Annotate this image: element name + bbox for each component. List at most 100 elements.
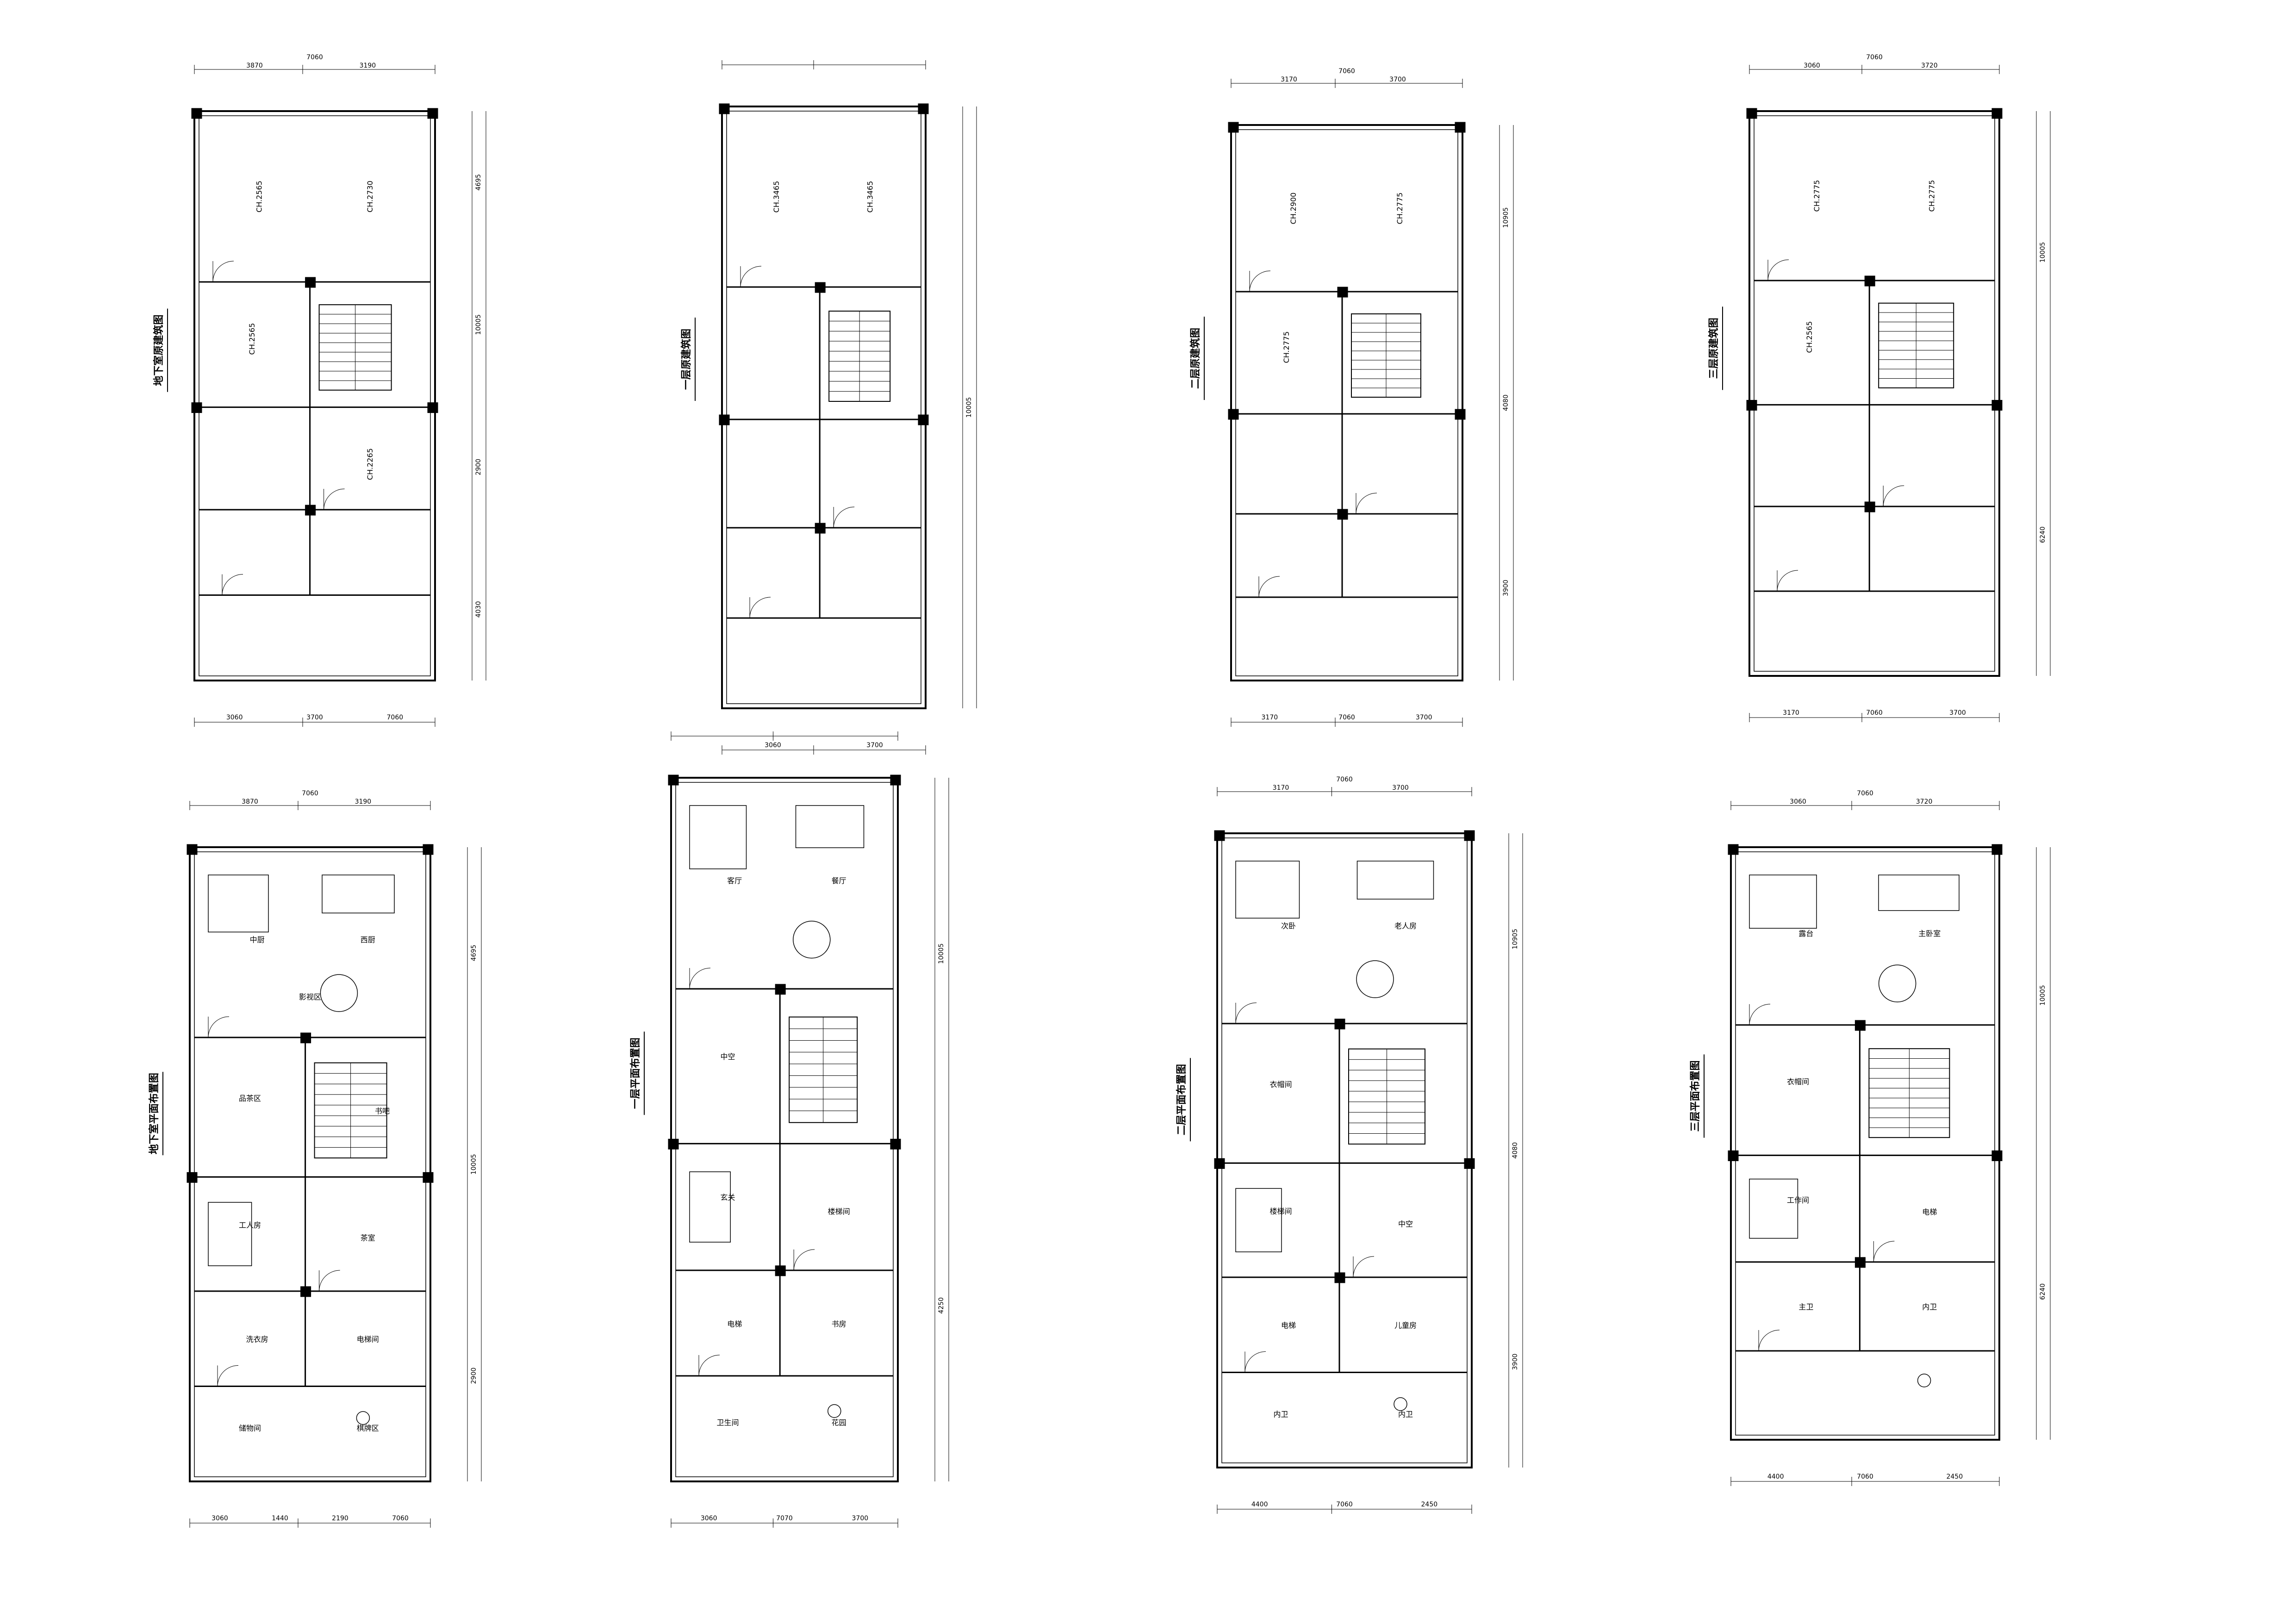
top-dimension-label: 7060 (1857, 790, 1873, 797)
structural-column (1991, 400, 2003, 411)
structural-column (1864, 275, 1875, 287)
top-dimension-label: 3060 (1790, 798, 1806, 806)
bottom-dimension-label: 3060 (226, 714, 243, 721)
right-dimension-label: 10005 (2039, 242, 2047, 263)
door-swing (749, 597, 771, 618)
structural-column (1991, 108, 2003, 119)
door-swing (1883, 485, 1904, 507)
structural-column (305, 505, 316, 516)
ceiling-height-tag: CH.3465 (772, 181, 781, 213)
structural-column (1728, 844, 1739, 855)
structural-column (1455, 409, 1466, 420)
bottom-dimension-label: 3060 (765, 742, 781, 749)
structural-column (719, 103, 730, 114)
outer-wall (1230, 124, 1463, 681)
outer-wall-inner (726, 111, 921, 704)
structural-column (1854, 1257, 1866, 1268)
room-label: 老人房 (1394, 922, 1417, 931)
structural-column (1464, 1158, 1475, 1169)
room-label: 内卫 (1922, 1302, 1937, 1311)
bottom-dimension-label: 7060 (1857, 1473, 1873, 1480)
ceiling-height-tag: CH.2900 (1289, 193, 1298, 225)
bottom-dimension-label: 3700 (1416, 714, 1432, 721)
structural-column (427, 402, 438, 413)
structural-column (1746, 400, 1757, 411)
room-label: 西厨 (361, 936, 375, 944)
top-dimension-label: 3720 (1916, 798, 1933, 806)
ceiling-height-tag: CH.2565 (1805, 321, 1814, 353)
structural-column (1334, 1018, 1345, 1030)
ceiling-height-tag: CH.2775 (1812, 180, 1821, 212)
bottom-dimension-label: 2450 (1421, 1501, 1438, 1508)
room-label: 洗衣房 (246, 1335, 268, 1344)
furniture-bed (1749, 874, 1817, 929)
structural-column (775, 1265, 786, 1276)
structural-column (1337, 509, 1348, 520)
room-label: 次卧 (1281, 922, 1296, 931)
ceiling-height-tag: CH.2775 (1928, 180, 1936, 212)
structural-column (815, 282, 826, 293)
right-dimension-label: 10005 (475, 314, 482, 335)
structural-column (890, 1138, 901, 1149)
bottom-dimension-label: 3170 (1783, 709, 1799, 717)
structural-column (1991, 1150, 2003, 1162)
door-swing (1356, 493, 1377, 514)
ceiling-height-tag: CH.2565 (248, 323, 256, 355)
structural-column (1228, 409, 1239, 420)
room-label: 卫生间 (716, 1418, 739, 1427)
structural-column (1864, 501, 1875, 512)
room-label: 花园 (832, 1418, 846, 1427)
plan-title: 三层平面布置图 (1689, 1061, 1701, 1132)
room-label: 儿童房 (1394, 1321, 1417, 1330)
door-swing (217, 1365, 239, 1387)
structural-column (1746, 108, 1757, 119)
ceiling-height-tag: CH.2265 (366, 448, 374, 480)
room-label: 楼梯间 (828, 1207, 850, 1216)
structural-column (423, 1172, 434, 1183)
door-swing (324, 488, 345, 510)
bottom-dimension-label: 1440 (272, 1515, 288, 1522)
right-dimension-label: 4080 (1512, 1142, 1519, 1159)
right-dimension-label: 2900 (470, 1368, 478, 1384)
outer-wall-inner (194, 851, 426, 1477)
structural-column (775, 984, 786, 995)
bottom-dimension-label: 2450 (1947, 1473, 1963, 1480)
top-dimension-label: 7060 (1336, 776, 1353, 783)
room-label: 品茶区 (239, 1094, 261, 1103)
door-swing (1249, 270, 1271, 292)
sink-fixture (356, 1411, 370, 1425)
top-dimension-label: 7060 (1866, 54, 1883, 61)
outer-wall (193, 110, 436, 681)
right-dimension-label: 3900 (1512, 1354, 1519, 1370)
bottom-dimension-label: 3700 (1949, 709, 1966, 717)
structural-column (300, 1032, 311, 1043)
right-dimension-label: 4030 (475, 601, 482, 618)
furniture-cabinet (795, 805, 865, 848)
outer-wall (1730, 846, 2000, 1441)
room-label: 电梯 (727, 1320, 742, 1329)
outer-wall (670, 777, 899, 1482)
structural-column (187, 844, 198, 855)
structural-column (187, 1172, 198, 1183)
outer-wall-inner (199, 115, 431, 676)
room-label: 中空 (720, 1052, 735, 1061)
room-label: 衣帽间 (1787, 1077, 1809, 1086)
furniture-round-table (793, 920, 831, 959)
right-dimension-label: 10005 (965, 397, 973, 418)
door-swing (1777, 570, 1798, 592)
structural-column (719, 414, 730, 425)
furniture-cabinet (1878, 874, 1960, 911)
top-dimension-label: 3870 (246, 62, 263, 69)
right-dimension-label: 10005 (2039, 985, 2047, 1006)
bottom-dimension-label: 4400 (1767, 1473, 1784, 1480)
door-swing (1758, 1330, 1780, 1351)
structural-column (191, 108, 202, 119)
structural-column (918, 103, 929, 114)
door-swing (208, 1016, 230, 1038)
room-label: 主卫 (1798, 1302, 1813, 1311)
structural-column (1728, 1150, 1739, 1162)
structural-column (427, 108, 438, 119)
